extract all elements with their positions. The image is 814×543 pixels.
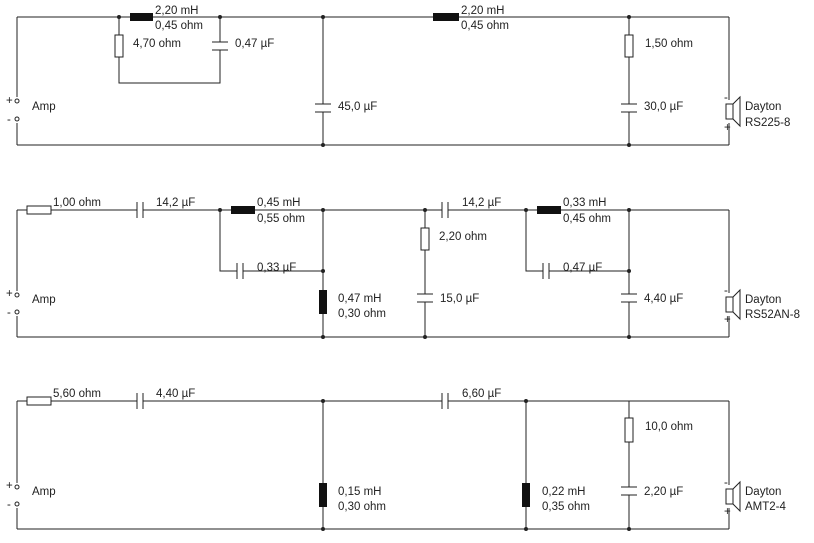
junction-dots — [218, 208, 631, 339]
capacitor-C1 — [136, 202, 144, 218]
inductor-L2 — [319, 290, 327, 314]
speaker-brand: Dayton — [745, 101, 781, 113]
junction-dots — [321, 399, 631, 531]
component-label: 0,45 ohm — [155, 20, 203, 32]
speaker-icon: - + Dayton AMT2-4 — [724, 477, 787, 518]
capacitor-C2 — [315, 103, 331, 113]
component-label: 0,33 mH — [563, 197, 606, 209]
resistor-R1 — [26, 205, 52, 215]
component-label: 10,0 ohm — [645, 421, 693, 433]
inductor-L1 — [130, 13, 153, 21]
component-label: 45,0 µF — [338, 101, 377, 113]
crossover-section-woofer: + - Amp 2,20 mH 0,45 ohm 4,70 ohm 0,47 µ… — [6, 5, 790, 147]
component-label: 0,47 mH — [338, 293, 381, 305]
capacitor-C6 — [621, 293, 637, 303]
component-label: 0,33 µF — [257, 262, 296, 274]
amp-plus-label: + — [6, 480, 13, 492]
component-label: 4,40 µF — [156, 388, 195, 400]
component-label: 5,60 ohm — [53, 388, 101, 400]
speaker-model: AMT2-4 — [745, 501, 787, 513]
capacitor-C3 — [621, 486, 637, 496]
component-label: 1,00 ohm — [53, 197, 101, 209]
inductor-L2 — [433, 13, 459, 21]
component-label: 30,0 µF — [644, 101, 683, 113]
amp-label: Amp — [32, 101, 56, 113]
speaker-plus-label: + — [724, 506, 731, 518]
inductor-L1 — [231, 206, 255, 214]
component-label: 0,55 ohm — [257, 213, 305, 225]
amp-plus-label: + — [6, 288, 13, 300]
capacitor-C1 — [212, 41, 228, 51]
component-label: 0,47 µF — [563, 262, 602, 274]
component-label: 0,45 mH — [257, 197, 300, 209]
amp-minus-label: - — [7, 307, 11, 319]
amp-minus-label: - — [7, 499, 11, 511]
capacitor-C1 — [136, 393, 144, 409]
crossover-section-midrange: + - Amp 1,00 ohm 14,2 µF 0,45 mH 0,55 oh… — [6, 197, 800, 339]
resistor-R2 — [420, 227, 430, 251]
inductor-L3 — [537, 206, 561, 214]
component-label: 0,22 mH — [542, 486, 585, 498]
wire — [16, 16, 730, 146]
wire — [16, 400, 730, 530]
resistor-R2 — [624, 417, 634, 443]
capacitor-C2 — [236, 263, 244, 279]
junction-dots — [117, 15, 631, 147]
speaker-brand: Dayton — [745, 486, 781, 498]
speaker-minus-label: - — [724, 285, 728, 297]
crossover-section-tweeter: + - Amp 5,60 ohm 4,40 µF 0,15 mH 0,30 oh… — [6, 388, 787, 531]
amp-terminals: + - Amp — [6, 288, 56, 319]
component-label: 15,0 µF — [440, 293, 479, 305]
speaker-brand: Dayton — [745, 294, 781, 306]
component-label: 2,20 µF — [644, 486, 683, 498]
inductor-L1 — [319, 483, 327, 507]
resistor-R2 — [624, 34, 634, 58]
component-label: 0,45 ohm — [461, 20, 509, 32]
capacitor-C5 — [542, 263, 550, 279]
component-label: 0,35 ohm — [542, 501, 590, 513]
component-label: 0,30 ohm — [338, 308, 386, 320]
amp-minus-label: - — [7, 114, 11, 126]
speaker-model: RS225-8 — [745, 117, 790, 129]
component-label: 0,47 µF — [235, 38, 274, 50]
component-label: 14,2 µF — [156, 197, 195, 209]
component-label: 4,70 ohm — [133, 38, 181, 50]
amp-label: Amp — [32, 294, 56, 306]
inductor-L2 — [522, 483, 530, 507]
component-label: 2,20 ohm — [439, 231, 487, 243]
component-label: 0,15 mH — [338, 486, 381, 498]
capacitor-C3 — [441, 202, 449, 218]
component-label: 1,50 ohm — [645, 38, 693, 50]
speaker-plus-label: + — [724, 122, 731, 134]
component-label: 6,60 µF — [462, 388, 501, 400]
wire — [16, 209, 730, 338]
speaker-minus-label: - — [724, 92, 728, 104]
amp-label: Amp — [32, 486, 56, 498]
speaker-icon: - + Dayton RS52AN-8 — [724, 285, 800, 326]
amp-plus-label: + — [6, 95, 13, 107]
speaker-plus-label: + — [724, 314, 731, 326]
resistor-R1 — [114, 34, 124, 58]
speaker-minus-label: - — [724, 477, 728, 489]
capacitor-C3 — [621, 103, 637, 113]
component-label: 0,30 ohm — [338, 501, 386, 513]
component-label: 2,20 mH — [461, 5, 504, 17]
speaker-model: RS52AN-8 — [745, 309, 800, 321]
amp-terminals: + - Amp — [6, 480, 56, 511]
speaker-icon: - + Dayton RS225-8 — [724, 92, 790, 134]
component-label: 2,20 mH — [155, 5, 198, 17]
component-label: 4,40 µF — [644, 293, 683, 305]
resistor-R1 — [26, 396, 52, 406]
amp-terminals: + - Amp — [6, 95, 56, 126]
component-label: 0,45 ohm — [563, 213, 611, 225]
component-label: 14,2 µF — [462, 197, 501, 209]
capacitor-C4 — [417, 293, 433, 303]
capacitor-C2 — [441, 393, 449, 409]
